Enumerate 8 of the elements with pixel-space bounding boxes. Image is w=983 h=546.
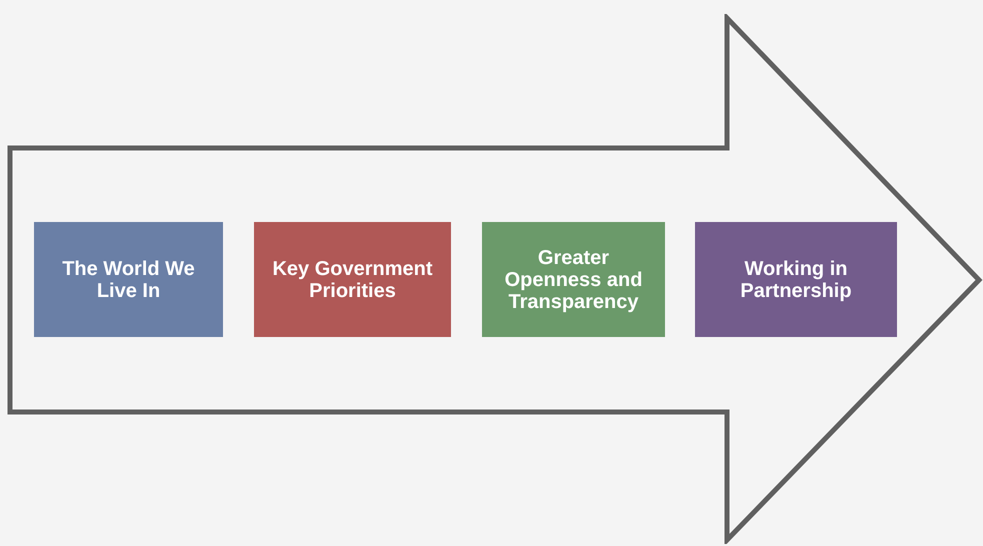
process-box xyxy=(254,222,451,337)
box-label: Working in Partnership xyxy=(739,258,853,302)
box-label: Greater Openness and Transparency xyxy=(504,246,644,312)
process-box xyxy=(695,222,897,337)
process-box xyxy=(482,222,665,337)
box-label: The World We Live In xyxy=(61,258,196,302)
process-box xyxy=(34,222,223,337)
box-label: Key Government Priorities xyxy=(271,258,434,302)
